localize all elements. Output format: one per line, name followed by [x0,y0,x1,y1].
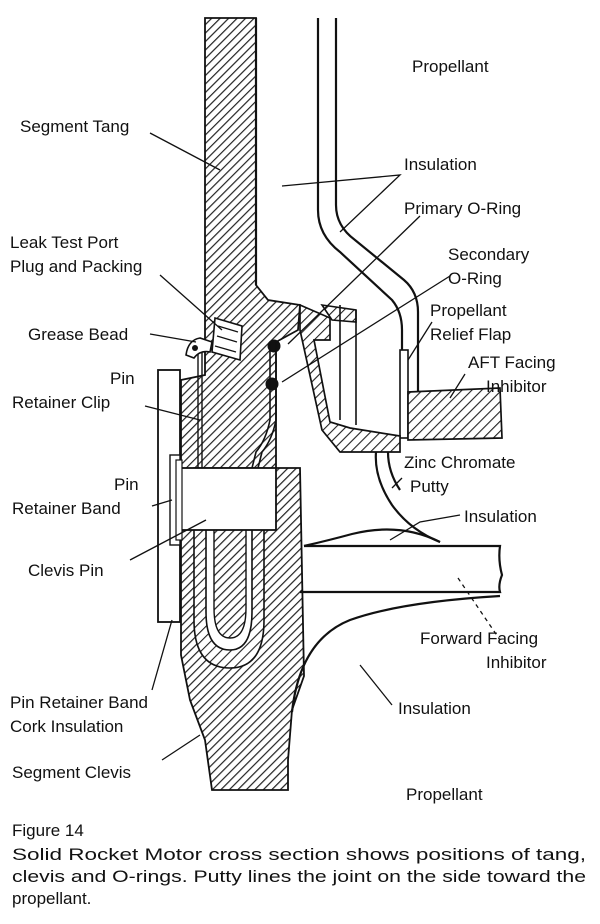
label-grease-bead: Grease Bead [28,325,128,344]
label-propellant-top: Propellant [412,57,489,76]
label-zinc-1: Zinc Chromate [404,453,515,472]
label-band-2: Retainer Band [12,499,121,518]
label-cork-2: Cork Insulation [10,717,123,736]
label-clevis-pin: Clevis Pin [28,561,104,580]
label-insulation-1: Insulation [404,155,477,174]
clevis-pin [179,467,277,531]
label-cork-1: Pin Retainer Band [10,693,148,712]
insulation-lower [290,594,501,713]
label-zinc-2: Putty [410,477,449,496]
label-aft-1: AFT Facing [468,353,556,372]
label-relief-2: Relief Flap [430,325,511,344]
label-segment-clevis: Segment Clevis [12,763,131,782]
label-clip-2: Retainer Clip [12,393,110,412]
label-band-1: Pin [114,475,139,494]
insulation-upper [316,18,404,430]
forward-facing-inhibitor [300,544,504,594]
label-clip-1: Pin [110,369,135,388]
label-secondary-1: Secondary [448,245,530,264]
caption-line-2: clevis and O-rings. Putty lines the join… [12,867,586,886]
label-insulation-2: Insulation [464,507,537,526]
label-fwd-1: Forward Facing [420,629,538,648]
label-aft-2: Inhibitor [486,377,547,396]
segment-tang-body [180,17,305,791]
grease-bead [185,337,213,359]
caption-line-1: Solid Rocket Motor cross section shows p… [12,845,586,864]
insulation-joint-lip [299,303,401,453]
label-insulation-3: Insulation [398,699,471,718]
aft-facing-inhibitor [407,387,503,441]
label-segment-tang: Segment Tang [20,117,129,136]
label-leak-test-2: Plug and Packing [10,257,142,276]
zinc-chromate-putty [374,451,441,544]
label-fwd-2: Inhibitor [486,653,547,672]
figure-number: Figure 14 [12,821,84,840]
label-secondary-2: O-Ring [448,269,502,288]
label-propellant-bottom: Propellant [406,785,483,804]
propellant-relief-flap [399,349,409,439]
label-relief-1: Propellant [430,301,507,320]
label-leak-test-1: Leak Test Port [10,233,119,252]
label-primary-oring: Primary O-Ring [404,199,521,218]
caption-line-3: propellant. [12,889,91,908]
